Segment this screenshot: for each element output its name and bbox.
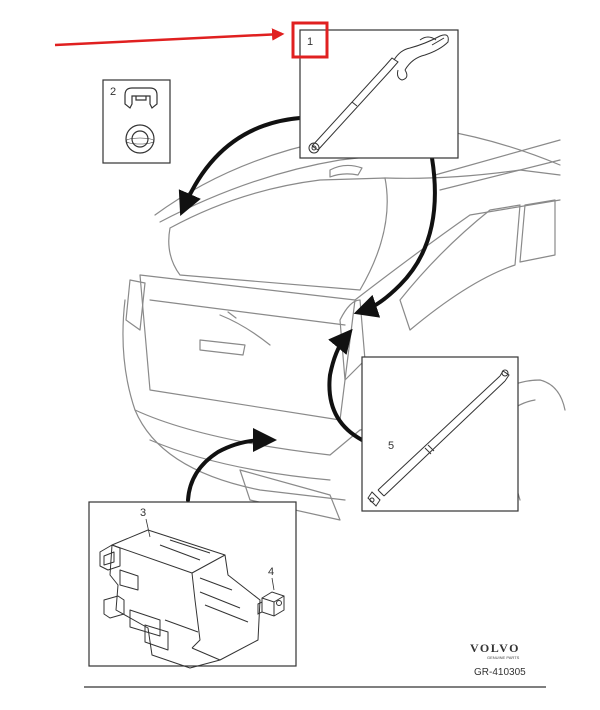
brand-block: VOLVO GENUINE PARTS GR-410305 bbox=[470, 641, 526, 678]
drawing-code: GR-410305 bbox=[474, 667, 526, 678]
callout-5: 5 bbox=[388, 440, 394, 452]
control-module-icon bbox=[99, 529, 261, 669]
callout-2: 2 bbox=[110, 86, 116, 98]
red-pointer-arrow bbox=[54, 28, 285, 47]
arrow-part5-to-tailgate bbox=[327, 328, 364, 442]
part-box-2: 2 bbox=[102, 79, 171, 164]
arrow-part1-to-tailgate-left bbox=[178, 116, 302, 216]
gas-strut-with-cable-icon bbox=[308, 34, 449, 154]
part1-highlight bbox=[291, 21, 329, 59]
callout-4: 4 bbox=[268, 566, 274, 578]
connector-arrows bbox=[178, 116, 437, 502]
clip-icon bbox=[124, 87, 158, 109]
part-box-3-4: 3 4 bbox=[88, 501, 297, 669]
volvo-logo-text: VOLVO bbox=[470, 641, 520, 655]
arrow-part1-to-tailgate-right bbox=[353, 156, 437, 318]
washer-icon bbox=[125, 124, 155, 154]
callout-1: 1 bbox=[307, 36, 313, 48]
arrow-part3-to-bumper bbox=[186, 428, 277, 502]
part-box-1: 1 bbox=[291, 21, 459, 159]
nut-icon bbox=[257, 591, 285, 617]
gas-strut-icon bbox=[367, 369, 510, 507]
genuine-parts-text: GENUINE PARTS bbox=[487, 655, 520, 660]
callout-3: 3 bbox=[140, 507, 146, 519]
part-box-5: 5 bbox=[361, 356, 519, 512]
